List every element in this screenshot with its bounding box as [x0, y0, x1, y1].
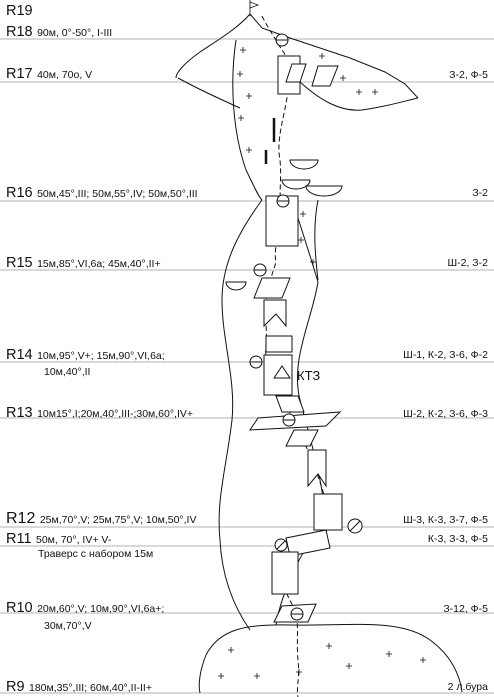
rock-block	[271, 551, 299, 595]
belay-station	[249, 355, 263, 369]
gear-r14: Ш-1, К-2, З-6, Ф-2	[403, 349, 488, 361]
pitch-separators	[0, 38, 494, 694]
gear-r12: Ш-3, К-3, З-7, Ф-5	[403, 514, 488, 526]
rock-block	[313, 493, 343, 531]
rock-block	[265, 335, 293, 353]
pitch-id: R13	[6, 405, 33, 421]
pitch-r15: R15 15м,85°,VI,6а; 45м,40°,II+	[6, 255, 161, 271]
gear-r9: 2 л.бура	[447, 681, 488, 693]
belay-station	[253, 263, 267, 277]
pitch-description: 25м,70°,V; 25м,75°,V; 10м,50°,IV	[39, 514, 197, 526]
belay-station	[290, 607, 304, 621]
gear-r16: З-2	[472, 187, 488, 199]
pitch-description: 50м,45°,III; 50м,55°,IV; 50м,50°,III	[37, 188, 198, 200]
crack-marks	[264, 118, 276, 164]
pitch-description: 10м15°,I;20м,40°,III-;30м,60°,IV+	[37, 408, 194, 420]
base-left	[198, 654, 207, 694]
summit-ridge	[249, 13, 419, 99]
pitch-description: 15м,85°,VI,6а; 45м,40°,II+	[37, 258, 161, 270]
pitch-r11: R11 50м, 70°, IV+ V-	[6, 531, 111, 547]
pitch-description: 40м, 70о, V	[37, 69, 93, 81]
pitch-r14: R14 10м,95°,V+; 15м,90°,VI,6а;	[6, 347, 165, 363]
pitch-description: 10м,95°,V+; 15м,90°,VI,6а;	[37, 350, 165, 362]
bivouac-triangle-icon	[273, 365, 291, 379]
left-snow-inner	[232, 39, 263, 201]
pitch-id: R12	[6, 510, 36, 527]
summit-flag-icon	[249, 0, 260, 16]
pitch-r10: R10 20м,60°,V; 10м,90°,VI,6а+;	[6, 600, 164, 616]
bolt-station	[274, 538, 288, 552]
pitch-r19: R19	[6, 3, 33, 19]
gear-r11: К-3, З-3, Ф-5	[427, 533, 488, 545]
belay-station	[276, 194, 290, 208]
left-snow-rim	[177, 77, 241, 109]
slab	[275, 395, 305, 413]
snow-markers	[218, 47, 426, 679]
pitch-r12: R12 25м,70°,V; 25м,75°,V; 10м,50°,IV	[6, 511, 196, 527]
slab	[253, 277, 291, 299]
right-snow-inner	[299, 81, 419, 111]
pitch-id: R17	[6, 66, 33, 82]
slab	[285, 529, 331, 557]
pitch-r10-continuation: 30м,70°,V	[44, 620, 92, 632]
bolt-station	[347, 518, 363, 534]
summit-snow-left	[175, 13, 251, 79]
bivouac-label: КТЗ	[297, 368, 321, 383]
belay-station	[275, 33, 289, 47]
gear-r13: Ш-2, К-2, З-6, Ф-3	[403, 408, 488, 420]
route-symbols	[249, 55, 343, 623]
base-slope	[205, 623, 463, 693]
belay-station	[282, 413, 296, 427]
pitch-id: R9	[6, 679, 25, 695]
pitch-description: 90м, 0°-50°, I-III	[37, 27, 113, 39]
pitch-description: 20м,60°,V; 10м,90°,VI,6а+;	[37, 603, 165, 615]
pitch-description: 180м,35°,III; 60м,40°,II-II+	[29, 682, 152, 694]
pitch-description: 50м, 70°, IV+ V-	[35, 534, 112, 546]
pitch-id: R16	[6, 185, 33, 201]
overhangs	[225, 159, 343, 291]
pitch-id: R10	[6, 600, 33, 616]
slab	[285, 429, 319, 447]
right-buttress	[314, 199, 319, 281]
pitch-id: R11	[6, 531, 32, 547]
belay-stations	[249, 33, 363, 621]
pitch-id: R14	[6, 347, 33, 363]
pitch-r14-continuation: 10м,40°,II	[44, 366, 91, 378]
gear-r10: З-12, Ф-5	[443, 603, 488, 615]
gear-r17: З-2, Ф-5	[449, 69, 488, 81]
pitch-r11-continuation: Траверс с набором 15м	[38, 548, 154, 560]
pitch-r13: R13 10м15°,I;20м,40°,III-;30м,60°,IV+	[6, 405, 193, 421]
slab	[311, 65, 339, 87]
pitch-r18: R18 90м, 0°-50°, I-III	[6, 24, 112, 40]
pitch-id: R19	[6, 3, 33, 19]
pitch-id: R18	[6, 24, 33, 40]
pitch-r17: R17 40м, 70о, V	[6, 66, 92, 82]
pitch-r9: R9 180м,35°,III; 60м,40°,II-II+	[6, 679, 152, 695]
left-wall	[218, 199, 263, 631]
gear-r15: Ш-2, З-2	[447, 257, 488, 269]
dihedral	[307, 449, 327, 488]
slab	[285, 63, 307, 83]
pitch-id: R15	[6, 255, 33, 271]
pitch-r16: R16 50м,45°,III; 50м,55°,IV; 50м,50°,III	[6, 185, 198, 201]
dihedral	[263, 299, 287, 328]
